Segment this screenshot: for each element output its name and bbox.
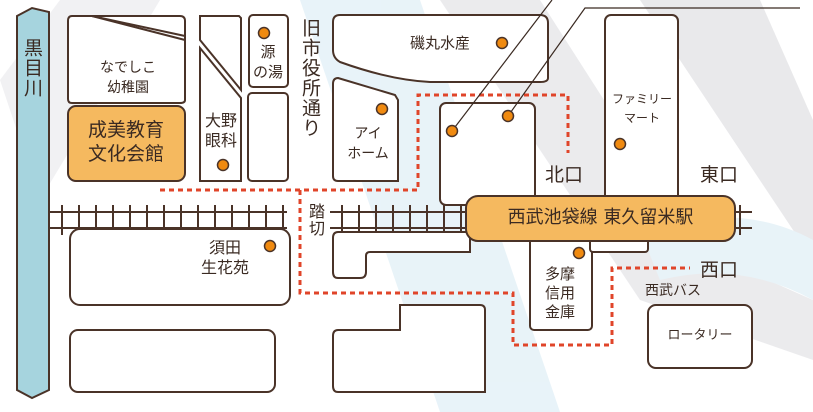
exit-west: 西口 [700,259,739,281]
label-nadeshiko: なでしこ 幼稚園 [100,60,156,96]
marker-minamoto [257,26,271,40]
river-label: 黒目川 [21,38,43,98]
bus-label: 西武バス [645,283,701,299]
label-seibi: 成美教育 文化会館 [87,119,164,165]
building-ono [199,15,242,93]
river-kurome [16,6,50,400]
street-label: 旧市役所通り [299,18,321,138]
label-tama: 多摩 信用 金庫 [544,265,575,321]
marker-unnamed-2 [501,109,515,123]
label-aihome: アイ ホーム [347,126,389,162]
exit-east: 東口 [700,164,739,186]
crossing-label: 踏切 [306,203,325,237]
station-building [465,195,736,242]
marker-isomaru [495,36,509,50]
building-isomaru [332,14,549,83]
building-sumita [69,228,291,306]
marker-unnamed-1 [445,124,459,138]
building-nadeshiko [67,15,186,104]
building-seibi [67,105,186,182]
walking-route [160,93,690,347]
exit-north: 北口 [545,164,584,186]
station-label: 西武池袋線 東久留米駅 [507,207,694,228]
marker-ono [216,158,230,172]
label-sumita: 須田 生花苑 [200,238,249,277]
marker-tama [572,246,586,260]
marker-familymart [613,137,627,151]
building-north [439,102,536,206]
leader-lines [451,0,800,132]
label-ono: 大野 眼科 [204,111,237,150]
building-rotary [647,304,753,369]
marker-aihome [375,102,389,116]
marker-sumita [263,239,277,253]
label-isomaru: 磯丸水産 [410,34,471,52]
label-minamoto: 源 の湯 [252,43,283,81]
rotary-label: ロータリー [667,328,733,343]
label-familymart: ファミリー マート [611,92,672,125]
markers [216,26,627,260]
